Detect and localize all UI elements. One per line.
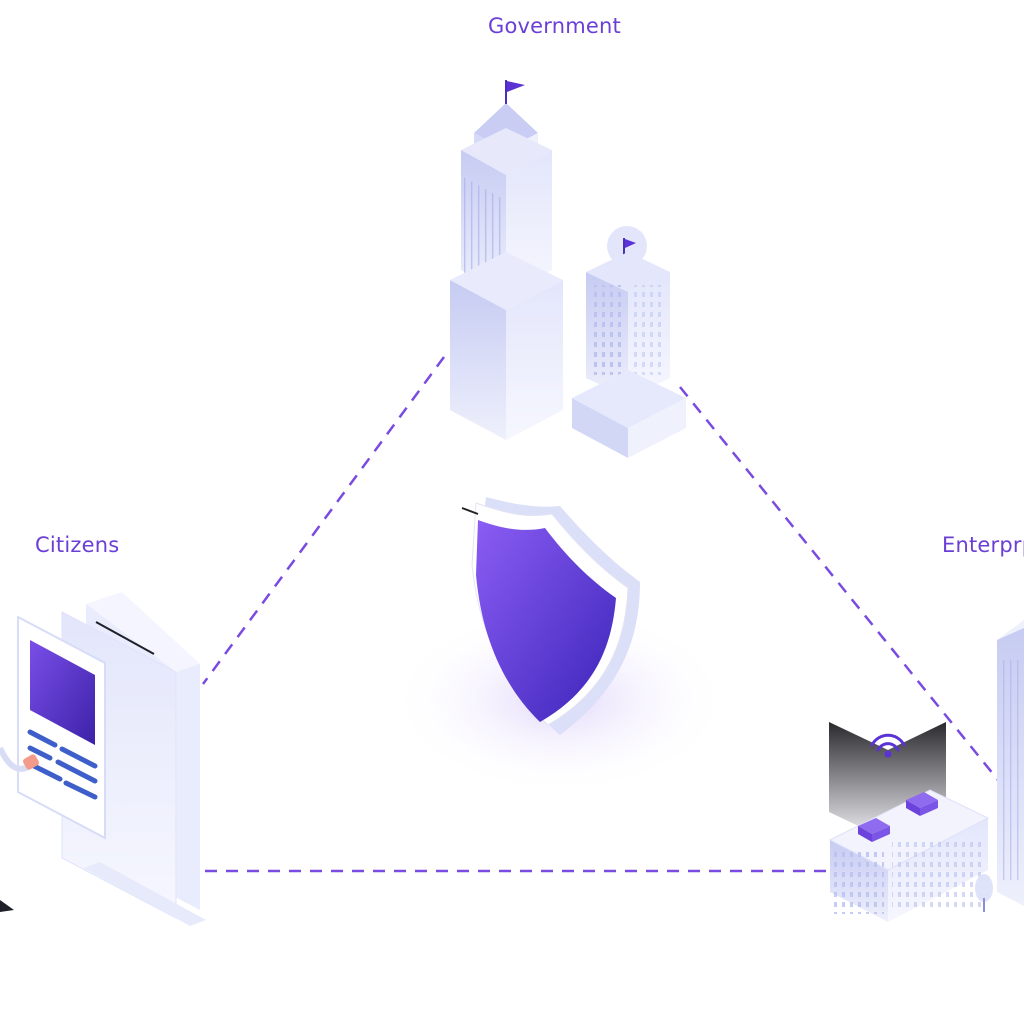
factory-building-icon	[828, 722, 990, 922]
citizens-illustration	[0, 592, 206, 926]
tower-building-icon	[450, 103, 563, 440]
enterprise-illustration	[828, 620, 1024, 922]
citizens-label: Citizens	[35, 533, 120, 557]
office-building-icon	[572, 226, 686, 458]
tablet-device-icon	[61, 592, 206, 926]
enterprise-label: Enterprp	[942, 533, 1024, 557]
connector-government-citizens	[201, 356, 446, 685]
document-icon	[17, 615, 106, 840]
flag-icon	[505, 80, 525, 104]
tree-icon	[975, 874, 993, 912]
government-illustration	[450, 80, 686, 458]
enterprise-tower-icon	[997, 620, 1024, 906]
center-shield	[390, 497, 730, 795]
connector-lines	[201, 356, 999, 873]
shield-icon	[461, 497, 640, 735]
government-label: Government	[488, 14, 621, 38]
connector-government-enterprise	[679, 386, 999, 781]
wifi-signal-icon	[870, 733, 906, 758]
person-icon	[0, 746, 39, 912]
